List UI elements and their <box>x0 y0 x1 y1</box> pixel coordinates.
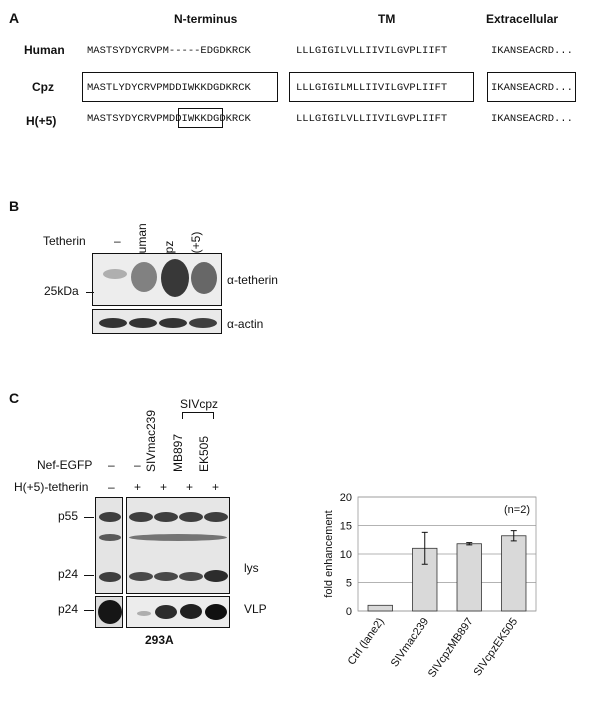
seq-cpz-nterm: MASTLYDYCRVPMDDIWKKDGDKRCK <box>87 82 251 94</box>
y-tick-label: 0 <box>346 606 352 618</box>
marker-p55-tick <box>84 517 94 518</box>
lane-b-1: – <box>114 234 121 248</box>
species-cpz: Cpz <box>32 80 54 94</box>
x-tick-label: SIVcpzEK505 <box>471 616 520 678</box>
teth-mark-1: – <box>108 480 115 494</box>
blot-vlp-lane1 <box>95 596 123 628</box>
cpz-nterm-box <box>82 72 278 102</box>
seq-human-tm: LLLGIGILVLLIIVILGVPLIIFT <box>296 45 448 57</box>
lane-c-mb897: MB897 <box>171 433 185 472</box>
y-tick-label: 20 <box>340 492 352 504</box>
marker-25kda: 25kDa <box>44 284 79 298</box>
header-tm: TM <box>378 12 396 26</box>
header-extracellular: Extracellular <box>486 12 559 26</box>
seq-h5-tm: LLLGIGILVLLIIVILGVPLIIFT <box>296 113 448 125</box>
panel-c-letter: C <box>9 390 20 406</box>
species-h5: H(+5) <box>26 114 57 128</box>
nef-mark-1: – <box>108 458 115 472</box>
tetherin-row-label: Tetherin <box>43 234 86 248</box>
y-tick-label: 10 <box>340 549 352 561</box>
marker-25kda-tick <box>86 292 94 293</box>
x-tick-label: SIVcpzMB897 <box>426 616 476 680</box>
plot-area <box>357 496 537 612</box>
teth-mark-5: + <box>212 480 220 494</box>
marker-p24-vlp-tick <box>84 610 94 611</box>
seq-h5-extra: IKANSEACRD... <box>491 113 573 125</box>
y-axis-label: fold enhancement <box>323 510 335 597</box>
seq-h5-nterm: MASTSYDYCRVPMDDIWKKDGDKRCK <box>87 113 251 125</box>
y-tick-label: 15 <box>340 521 352 533</box>
label-alpha-tetherin: α-tetherin <box>227 273 278 287</box>
teth-mark-4: + <box>186 480 194 494</box>
label-lys: lys <box>244 561 259 575</box>
chart-annotation: (n=2) <box>504 504 530 516</box>
marker-p55: p55 <box>58 509 79 523</box>
bar <box>412 547 438 612</box>
group-sivcpz: SIVcpz <box>180 397 219 411</box>
label-vlp: VLP <box>244 602 267 616</box>
nef-egfp-label: Nef-EGFP <box>37 458 93 472</box>
bar <box>456 543 482 612</box>
panel-b-letter: B <box>9 198 20 214</box>
group-bracket <box>182 412 214 419</box>
h5-tetherin-label: H(+5)-tetherin <box>14 480 89 494</box>
blot-actin <box>92 309 222 334</box>
y-tick-label: 5 <box>346 578 352 590</box>
bar <box>501 535 527 612</box>
panel-a-letter: A <box>9 10 20 26</box>
seq-human-extra: IKANSEACRD... <box>491 45 573 57</box>
cell-line-label: 293A <box>145 633 174 647</box>
cpz-tm-box <box>289 72 474 102</box>
blot-tetherin <box>92 253 222 306</box>
header-n-terminus: N-terminus <box>174 12 238 26</box>
blot-lysate-lanes <box>126 497 230 594</box>
blot-lysate-lane1 <box>95 497 123 594</box>
teth-mark-3: + <box>160 480 168 494</box>
lane-c-sivmac239: SIVmac239 <box>144 409 158 472</box>
h5-insertion-box <box>178 108 223 128</box>
x-tick-label: SIVmac239 <box>389 616 431 669</box>
marker-p24-vlp: p24 <box>58 602 79 616</box>
x-tick-label: Ctrl (lane2) <box>346 616 387 667</box>
nef-mark-2: – <box>134 458 141 472</box>
seq-human-nterm: MASTSYDYCRVPM-----EDGDKRCK <box>87 45 251 57</box>
marker-p24-lys: p24 <box>58 567 79 581</box>
marker-p24-lys-tick <box>84 575 94 576</box>
blot-vlp-lanes <box>126 596 230 628</box>
seq-cpz-extra: IKANSEACRD... <box>491 82 573 94</box>
species-human: Human <box>24 43 65 57</box>
seq-cpz-tm: LLLGIGILMLLIIVILGVPLIIFT <box>296 82 448 94</box>
cpz-extra-box <box>487 72 576 102</box>
teth-mark-2: + <box>134 480 142 494</box>
bar <box>367 604 393 612</box>
lane-c-ek505: EK505 <box>197 435 211 472</box>
label-alpha-actin: α-actin <box>227 317 264 331</box>
